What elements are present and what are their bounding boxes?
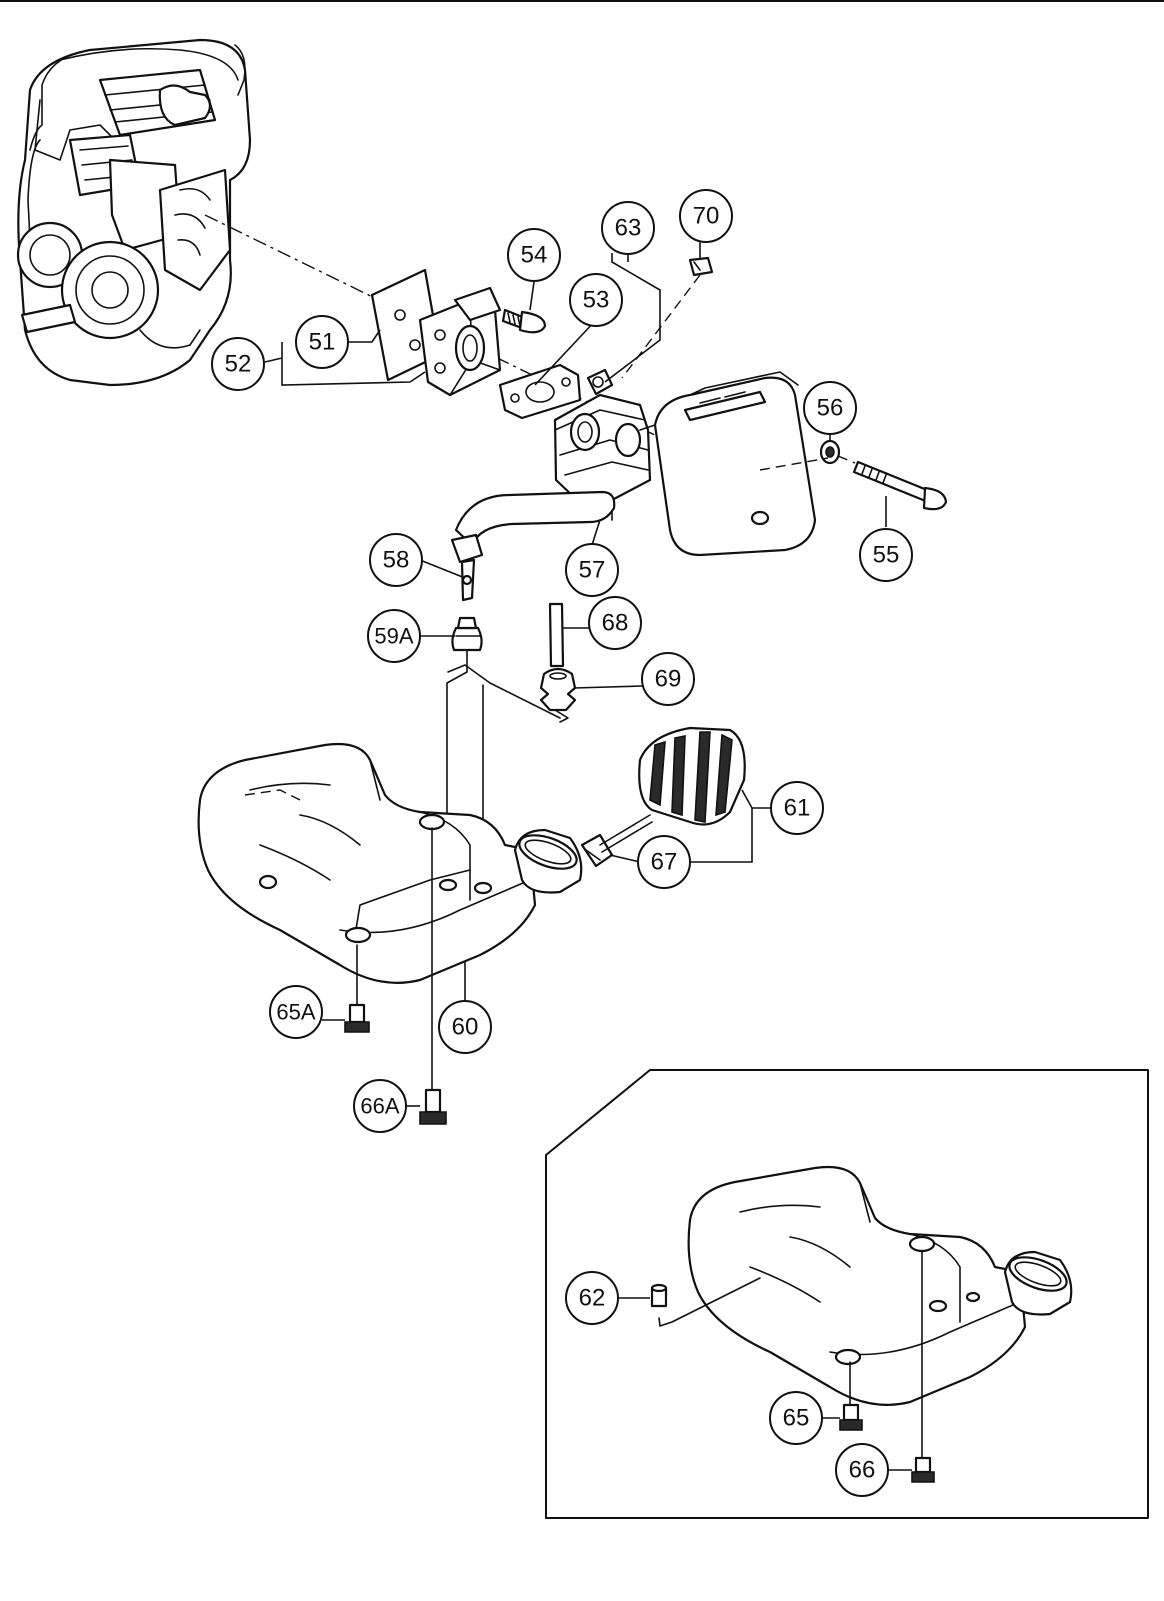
callout-circle — [859, 528, 913, 582]
callout-63: 63 — [601, 201, 655, 255]
callout-label: 65 — [783, 1405, 810, 1432]
grommet-69 — [539, 667, 577, 712]
fuel-route-left — [446, 649, 468, 843]
bolt-54 — [501, 308, 547, 334]
callout-label: 54 — [521, 242, 548, 269]
callout-label: 69 — [655, 666, 682, 693]
bolt-55 — [852, 460, 948, 511]
callout-68: 68 — [588, 596, 642, 650]
callout-label: 52 — [225, 351, 252, 378]
callout-circle — [679, 189, 733, 243]
callout-55: 55 — [859, 528, 913, 582]
leader-lines — [264, 242, 912, 1471]
callout-circle — [769, 1391, 823, 1445]
callout-66A: 66A — [353, 1079, 407, 1133]
bolt-dash-line — [837, 455, 856, 464]
callout-65: 65 — [769, 1391, 823, 1445]
callout-circle — [565, 543, 619, 597]
callout-53: 53 — [569, 273, 623, 327]
callout-circle — [641, 652, 695, 706]
callout-circle — [601, 201, 655, 255]
callout-label: 68 — [602, 610, 629, 637]
insulator-block — [418, 286, 502, 397]
callout-56: 56 — [803, 381, 857, 435]
fuel-line-57 — [450, 490, 616, 602]
callout-circle — [295, 315, 349, 369]
callout-circle — [367, 609, 421, 663]
inset-62-route — [658, 1277, 761, 1327]
callout-62: 62 — [565, 1271, 619, 1325]
callout-label: 70 — [693, 203, 720, 230]
callout-51: 51 — [295, 315, 349, 369]
callout-label: 67 — [651, 849, 678, 876]
callout-circle — [770, 781, 824, 835]
carburetor — [553, 368, 652, 521]
callout-circle — [803, 381, 857, 435]
callout-66: 66 — [835, 1443, 889, 1497]
callout-circle — [569, 273, 623, 327]
screw-65A — [344, 1003, 370, 1033]
callout-label: 63 — [615, 215, 642, 242]
callout-label: 65A — [276, 1000, 315, 1025]
callout-circle — [588, 596, 642, 650]
fuel-tank-60 — [197, 742, 583, 984]
fuel-filter-59A — [451, 616, 483, 652]
callout-circle — [438, 1000, 492, 1054]
callout-label: 57 — [579, 557, 606, 584]
callout-65A: 65A — [269, 985, 323, 1039]
callout-52: 52 — [211, 337, 265, 391]
callout-60: 60 — [438, 1000, 492, 1054]
callout-label: 56 — [817, 395, 844, 422]
callout-label: 60 — [452, 1014, 479, 1041]
clip-70 — [688, 256, 714, 277]
callout-label: 66 — [849, 1457, 876, 1484]
callout-67: 67 — [637, 835, 691, 889]
screw-66A — [419, 1088, 447, 1125]
callout-label: 55 — [873, 542, 900, 569]
engine-illustration — [16, 38, 252, 387]
callout-label: 61 — [784, 795, 811, 822]
callout-circle — [353, 1079, 407, 1133]
clip-dash-line — [621, 274, 701, 379]
callout-57: 57 — [565, 543, 619, 597]
callout-54: 54 — [507, 228, 561, 282]
tube-68 — [548, 602, 565, 668]
callout-58: 58 — [369, 533, 423, 587]
callout-label: 53 — [583, 287, 610, 314]
fuel-cap-61 — [638, 726, 746, 826]
callout-59A: 59A — [367, 609, 421, 663]
callout-circle — [507, 228, 561, 282]
callout-label: 51 — [309, 329, 336, 356]
washer-56 — [819, 439, 841, 465]
callout-label: 66A — [360, 1094, 399, 1119]
screw-66 — [911, 1456, 935, 1483]
callout-61: 61 — [770, 781, 824, 835]
screw-65 — [839, 1403, 863, 1431]
inset-frame — [545, 1069, 1149, 1519]
callout-circle — [211, 337, 265, 391]
callout-circle — [637, 835, 691, 889]
gasket-53 — [498, 363, 582, 420]
callout-circle — [269, 985, 323, 1039]
callout-circle — [369, 533, 423, 587]
return-route — [554, 709, 569, 723]
callout-circle — [835, 1443, 889, 1497]
callout-circle — [565, 1271, 619, 1325]
inset-fuel-tank — [687, 1165, 1073, 1406]
callout-70: 70 — [679, 189, 733, 243]
callout-label: 59A — [374, 624, 413, 649]
inset-bushing-62 — [650, 1283, 668, 1308]
callout-69: 69 — [641, 652, 695, 706]
air-cleaner-cover — [639, 371, 817, 557]
cover-dash-line — [759, 457, 829, 471]
callout-label: 58 — [383, 547, 410, 574]
callout-label: 62 — [579, 1285, 606, 1312]
